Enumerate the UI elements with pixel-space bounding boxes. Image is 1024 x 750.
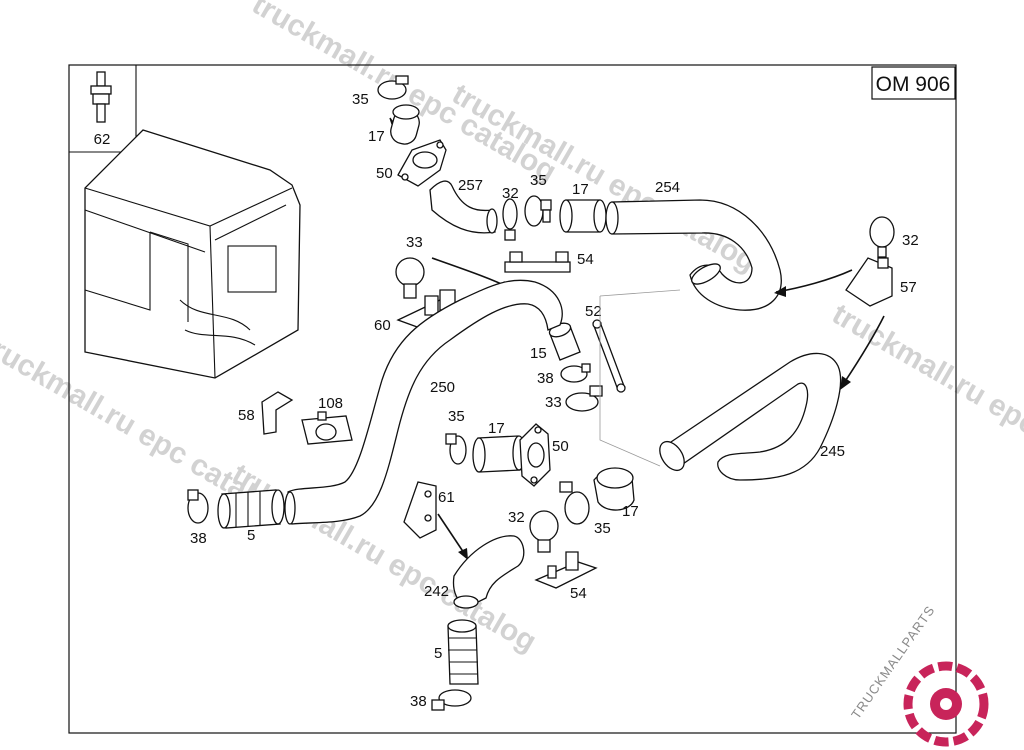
bracket-57 [845, 257, 893, 307]
callout-58: 58 [238, 407, 255, 424]
clamp-38-mid [560, 363, 591, 383]
callout-108: 108 [318, 395, 343, 412]
clamp-32-upper [502, 198, 518, 241]
leader-line [599, 289, 681, 467]
bracket-61 [403, 481, 437, 539]
callout-17: 17 [622, 503, 639, 520]
clamp-35-upper [524, 195, 552, 227]
callout-5: 5 [434, 645, 442, 662]
callout-35: 35 [530, 172, 547, 189]
bracket-58 [261, 391, 294, 435]
clamp-35-mid [445, 433, 467, 465]
callout-52: 52 [585, 303, 602, 320]
callout-33: 33 [406, 234, 423, 251]
callout-242: 242 [424, 583, 449, 600]
flange-50-top [397, 139, 447, 187]
callout-17: 17 [488, 420, 505, 437]
pointer-arrow [841, 315, 885, 387]
hose-245 [659, 352, 842, 481]
watermark: truckmall.ru epc catalog [447, 77, 762, 278]
arrowhead [774, 286, 786, 297]
hose-257 [429, 180, 498, 234]
sleeve-17-mid [472, 435, 526, 473]
callout-60: 60 [374, 317, 391, 334]
clamp-38-bottom [431, 689, 472, 711]
sleeve-5-left [217, 489, 285, 529]
callout-38: 38 [537, 370, 554, 387]
model-code-box [871, 66, 956, 100]
arrowhead [840, 376, 851, 390]
callout-32: 32 [902, 232, 919, 249]
clamp-32-right [869, 216, 895, 258]
callout-35: 35 [352, 91, 369, 108]
callout-257: 257 [458, 177, 483, 194]
hose-254 [605, 199, 782, 311]
callout-50: 50 [376, 165, 393, 182]
clamp-33-upper [395, 257, 425, 299]
bracket-60 [396, 289, 462, 329]
callout-62: 62 [94, 131, 111, 148]
callout-35: 35 [594, 520, 611, 537]
callout-33: 33 [545, 394, 562, 411]
watermark: truckmall.ru epc catalog [827, 297, 1024, 498]
callout-54: 54 [577, 251, 594, 268]
clamp-35-lower [559, 481, 590, 525]
sleeve-17-upper [559, 199, 607, 233]
callout-5: 5 [247, 527, 255, 544]
clamp-38-left [187, 489, 209, 524]
bracket-54-lower [534, 551, 598, 589]
engine-block [84, 129, 301, 379]
callout-32: 32 [502, 185, 519, 202]
callout-15: 15 [530, 345, 547, 362]
callout-54: 54 [570, 585, 587, 602]
sleeve-15 [548, 322, 581, 361]
callout-35: 35 [448, 408, 465, 425]
arrowhead [458, 548, 468, 560]
callout-17: 17 [572, 181, 589, 198]
callout-38: 38 [410, 693, 427, 710]
callout-17: 17 [368, 128, 385, 145]
logo-text: TRUCKMALLPARTS [848, 603, 938, 722]
model-code: OM 906 [876, 73, 951, 96]
callout-50: 50 [552, 438, 569, 455]
callout-32: 32 [508, 509, 525, 526]
hose-250 [284, 279, 563, 525]
sleeve-17-lower [593, 467, 635, 511]
hose-242 [452, 535, 525, 609]
truckmallparts-logo: TRUCKMALLPARTS [848, 603, 989, 747]
callout-245: 245 [820, 443, 845, 460]
callout-61: 61 [438, 489, 455, 506]
pointer-arrow [775, 269, 853, 293]
callout-254: 254 [655, 179, 680, 196]
callout-250: 250 [430, 379, 455, 396]
bracket-54-upper [504, 251, 571, 273]
callout-57: 57 [900, 279, 917, 296]
rod-52 [592, 319, 626, 393]
pointer-arrow [437, 513, 467, 557]
callout-38: 38 [190, 530, 207, 547]
clamp-33-mid [565, 385, 603, 412]
diagram-frame [68, 64, 957, 734]
flange-108 [301, 411, 353, 445]
clamp-32-lower [529, 510, 559, 553]
sleeve-17-top [389, 104, 420, 145]
flange-50-mid [519, 423, 551, 487]
sleeve-5-bottom [447, 619, 479, 685]
clamp-35-top [377, 75, 409, 100]
